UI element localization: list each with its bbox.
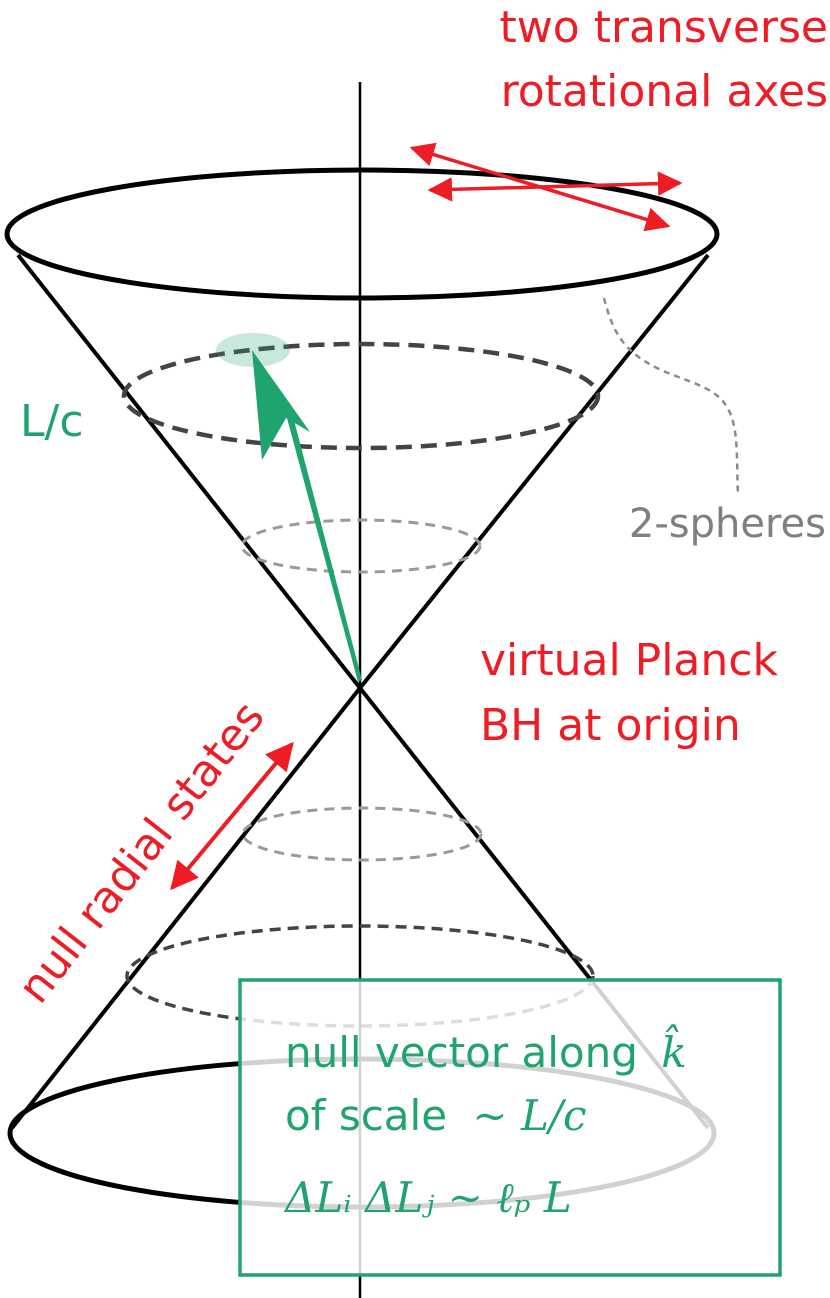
lower-sphere-large <box>125 924 595 1028</box>
planck-label-1: virtual Planck <box>480 635 778 686</box>
scale-vector-label: L/c <box>20 396 84 447</box>
info-line-2-math: ∼ L/c <box>472 1091 586 1140</box>
cone-edge-left-lower <box>10 686 362 1130</box>
info-line-3: ΔLᵢ ΔLⱼ ∼ ℓₚ L <box>283 1173 572 1222</box>
info-box <box>238 978 782 1277</box>
planck-label-2: BH at origin <box>480 700 741 751</box>
lower-sphere-small <box>241 806 483 862</box>
info-line-2-text: of scale <box>285 1091 447 1140</box>
rotation-arrow-2 <box>427 171 683 202</box>
rotational-axes-label-2: rotational axes <box>501 66 828 117</box>
spheres-connector <box>602 297 740 496</box>
null-vector-shaft <box>284 405 362 682</box>
vector-tip-highlight <box>216 333 290 367</box>
upper-sphere-small <box>240 518 482 574</box>
info-line-1: null vector along k̂ <box>285 1023 687 1077</box>
cone-edge-right-upper <box>358 253 710 690</box>
spheres-label: 2-spheres <box>629 501 826 547</box>
top-rim-ellipse <box>4 167 720 301</box>
info-line-1-math: k̂ <box>661 1023 686 1077</box>
upper-sphere-large <box>121 341 601 451</box>
info-line-1-text: null vector along <box>285 1028 638 1077</box>
info-line-2: of scale ∼ L/c <box>285 1091 587 1140</box>
cone-edge-left-upper <box>16 253 362 690</box>
rotational-axes-label-1: two transverse <box>500 2 828 53</box>
null-vector-head <box>252 350 310 460</box>
radial-states-arrow <box>170 741 294 891</box>
